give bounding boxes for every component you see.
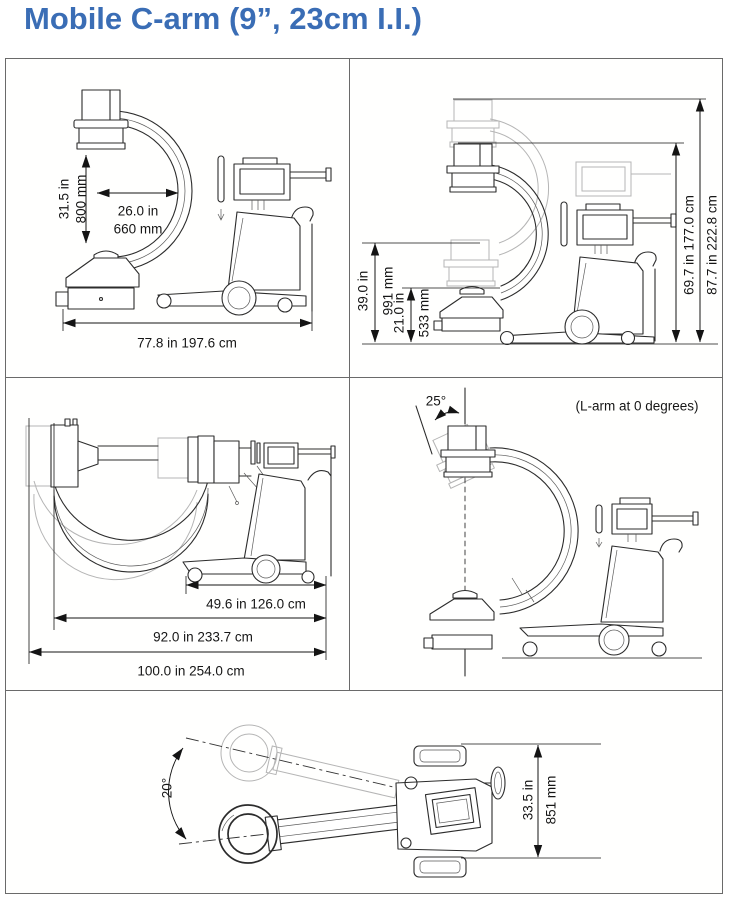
diagram-grid: 31.5 in 800 mm 26.0 in 660 mm 77.8 in 19…: [5, 58, 723, 894]
panel-tilt-view: 25° (L-arm at 0 degrees): [350, 378, 722, 690]
top-view-drawing: 20°: [160, 724, 601, 878]
dimension-lines: 33.5 in 851 mm: [461, 743, 601, 859]
ghost-positions: [443, 99, 671, 287]
ghost-positions: [220, 724, 400, 799]
dim-width-in: 33.5 in: [521, 780, 536, 821]
ghost-positions: [25, 425, 198, 581]
cart-drawing: [182, 442, 336, 584]
cart-drawing: [156, 155, 332, 316]
dim-reach-mid: 92.0 in 233.7 cm: [153, 630, 253, 645]
dim-reach-outer: 100.0 in 254.0 cm: [137, 664, 244, 679]
c-arm-drawing: [50, 418, 272, 573]
dimension-lines: 49.6 in 126.0 cm 92.0 in 233.7 cm 100.0 …: [28, 418, 327, 679]
c-arm-drawing: [55, 89, 193, 310]
reach-view-drawing: 49.6 in 126.0 cm 92.0 in 233.7 cm 100.0 …: [25, 418, 336, 679]
cart-drawing: [362, 201, 718, 346]
row-middle: 49.6 in 126.0 cm 92.0 in 233.7 cm 100.0 …: [6, 377, 722, 690]
angle-annotation: 25°: [415, 387, 466, 455]
c-arm-drawing: [433, 143, 549, 332]
dim-height-in: 31.5 in: [57, 179, 72, 220]
panel-side-view: 31.5 in 800 mm 26.0 in 660 mm 77.8 in 19…: [6, 59, 350, 377]
panel-top-view: 20°: [6, 691, 722, 893]
dim-min-in: 21.0 in: [392, 293, 407, 334]
swivel-angle-label: 20°: [160, 778, 175, 798]
dim-reach-inner: 49.6 in 126.0 cm: [206, 597, 306, 612]
tilt-angle-label: 25°: [426, 394, 446, 409]
panel-reach-view: 49.6 in 126.0 cm 92.0 in 233.7 cm 100.0 …: [6, 378, 350, 690]
row-bottom: 20°: [6, 690, 722, 893]
dim-height-low: 69.7 in 177.0 cm: [682, 195, 697, 295]
tilt-view-drawing: 25° (L-arm at 0 degrees): [415, 387, 702, 677]
dim-height-mm: 800 mm: [74, 175, 89, 224]
c-arm-drawing: [423, 425, 579, 677]
l-arm-note: (L-arm at 0 degrees): [575, 399, 698, 414]
row-top: 31.5 in 800 mm 26.0 in 660 mm 77.8 in 19…: [6, 59, 722, 377]
dim-width-mm: 851 mm: [544, 776, 559, 825]
dim-depth-in: 26.0 in: [118, 204, 159, 219]
dim-depth-mm: 660 mm: [114, 222, 163, 237]
dim-height-high: 87.7 in 222.8 cm: [705, 195, 720, 295]
dimension-lines: 31.5 in 800 mm 26.0 in 660 mm 77.8 in 19…: [57, 155, 313, 351]
dim-travel-in: 39.0 in: [356, 271, 371, 312]
dim-travel-mm: 991 mm: [381, 267, 396, 316]
panel-elevation-view: 39.0 in 991 mm 21.0 in 533 mm 69.7 in 17…: [350, 59, 722, 377]
elevation-view-drawing: 39.0 in 991 mm 21.0 in 533 mm 69.7 in 17…: [356, 98, 720, 346]
dim-min-mm: 533 mm: [417, 289, 432, 338]
page-title: Mobile C-arm (9”, 23cm I.I.): [24, 1, 422, 36]
side-view-drawing: 31.5 in 800 mm 26.0 in 660 mm 77.8 in 19…: [55, 89, 332, 351]
c-arm-top-drawing: [218, 804, 404, 864]
cart-drawing: [502, 497, 702, 659]
cart-top-drawing: [395, 745, 506, 878]
dim-length: 77.8 in 197.6 cm: [137, 336, 237, 351]
dimension-lines: 39.0 in 991 mm 21.0 in 533 mm 69.7 in 17…: [356, 98, 720, 343]
